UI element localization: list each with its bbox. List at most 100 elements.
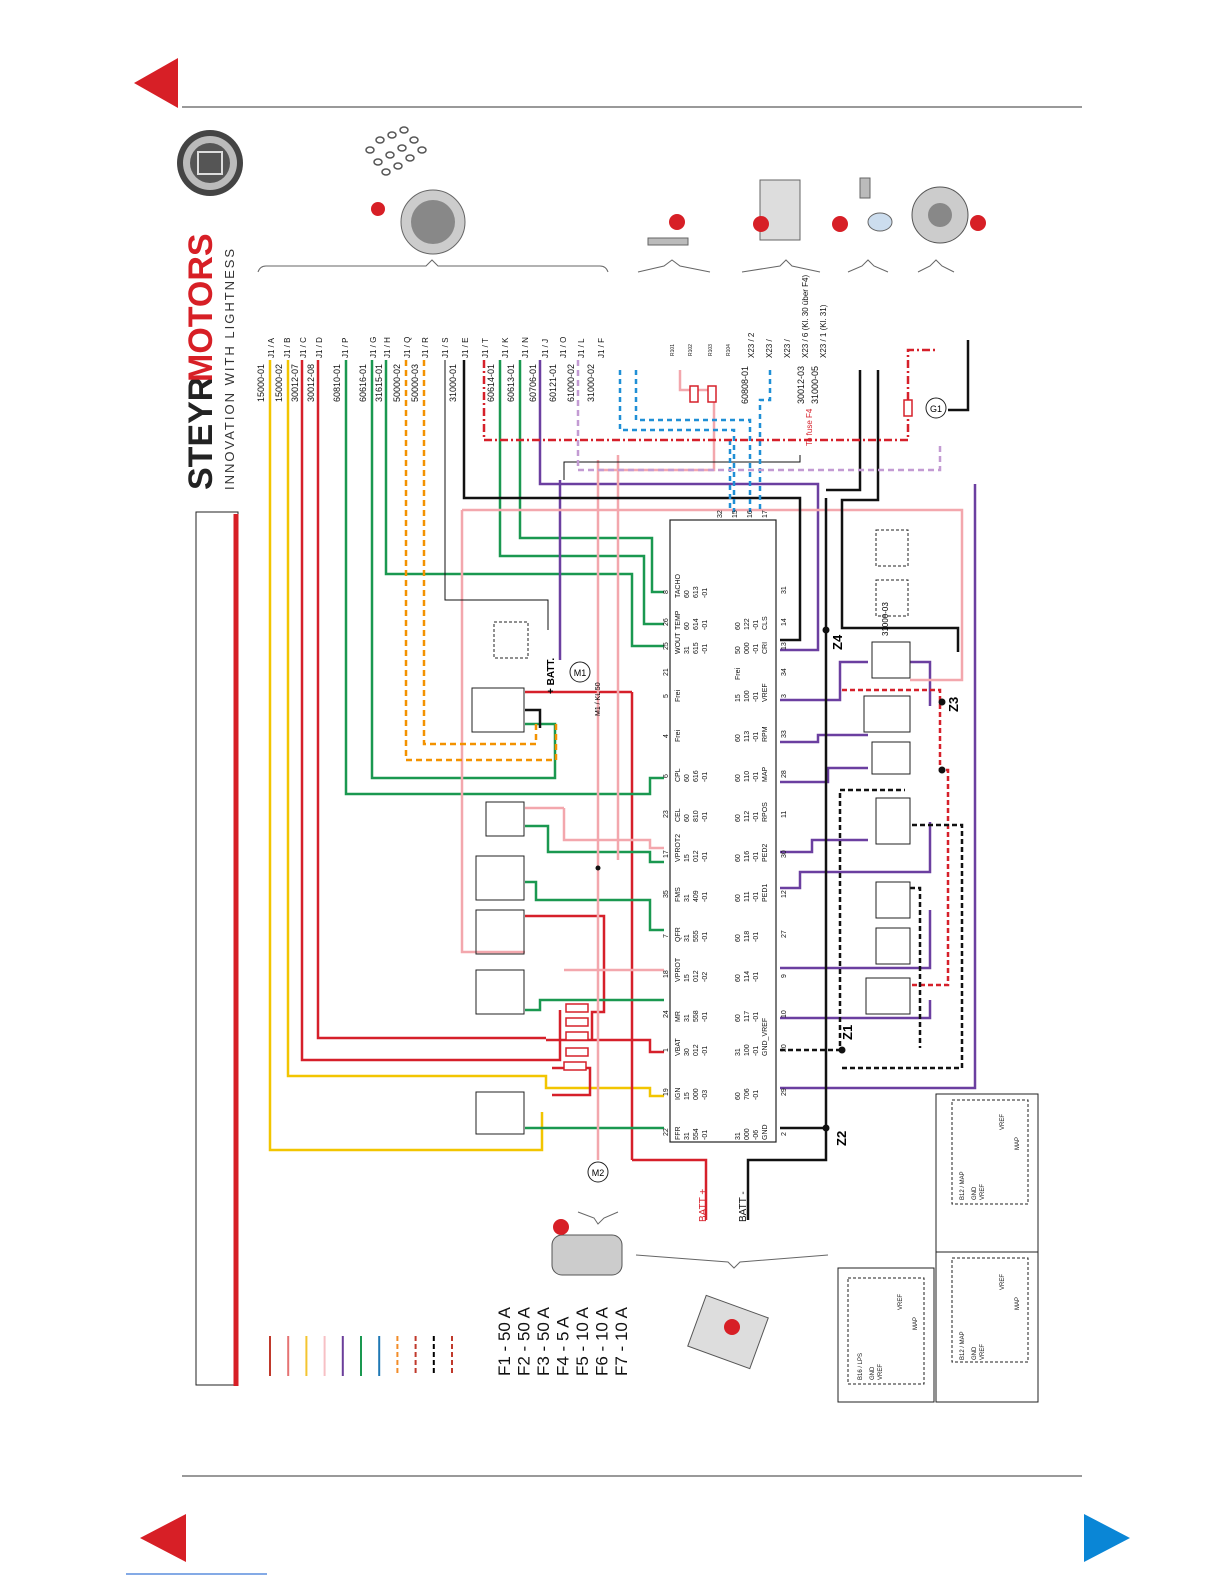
j1-wire-label: 31000-01 <box>448 364 458 402</box>
legend-line-group <box>269 1336 453 1376</box>
ecu-bottom-pin-number: 33 <box>781 730 788 738</box>
ecu-bottom-pin-function: 50 <box>735 646 742 654</box>
x23-pin-label: X23 / 2 <box>747 332 756 358</box>
ecu-bottom-pin-function: PED1 <box>762 884 769 902</box>
relay-k9 <box>875 579 909 617</box>
ecu-bottom-pin-function: 60 <box>735 1014 742 1022</box>
motor-m1-icon: M1 <box>569 661 591 683</box>
inset-pin-label: VREF <box>980 1184 986 1200</box>
ecu-bottom-pin-function: MAP <box>762 767 769 783</box>
ecu-top-pin-function: IGN <box>675 1088 682 1100</box>
brand-logo: STEYR MOTORS INNOVATION WITH LIGHTNESS <box>182 233 237 490</box>
svg-text:M2: M2 <box>592 1168 605 1178</box>
ecu-top-pin-function: 554 <box>693 1128 700 1140</box>
ecu-top-pin-function: CPL <box>675 768 682 782</box>
ecu-bottom-pin-number: 30 <box>781 850 788 858</box>
ecu-top-pin-function: TEMP <box>675 610 682 630</box>
ecu-bottom-pin-function: -01 <box>753 932 760 942</box>
j1-wire-label: 60810-01 <box>332 364 342 402</box>
wire-black-thin <box>444 360 549 630</box>
svg-text:G1: G1 <box>930 404 942 414</box>
j1-wire-label: 60121-01 <box>548 364 558 402</box>
ecu-bottom-pin-function: CRI <box>762 642 769 654</box>
wire-green-2 <box>370 360 557 780</box>
sensor-icon <box>832 177 893 232</box>
prev-page-top-icon[interactable] <box>134 58 178 108</box>
ecu-side-pin-number: 15 <box>732 510 739 518</box>
x23-pin-label: X23 / 6 (Kl. 30 über F4) <box>801 275 810 358</box>
sensor-box-1 <box>871 641 911 679</box>
ecu-side-pin-number: 17 <box>762 510 769 518</box>
motor-m2-icon: M2 <box>587 1161 609 1183</box>
ecu-bottom-pin-number: 9 <box>781 974 788 978</box>
ecu-bottom-pin-function: 706 <box>744 1088 751 1100</box>
j1-wire-label: 60614-01 <box>486 364 496 402</box>
ecu-bottom-pin-function: 60 <box>735 734 742 742</box>
wire-yellow-1 <box>268 360 544 1152</box>
relay-k4 <box>475 909 525 955</box>
wire-orange-1 <box>404 360 558 762</box>
j1-pin-label: J1 / E <box>461 338 470 358</box>
wire-black-relay <box>525 708 542 728</box>
ecu-bottom-pin-function: 15 <box>735 694 742 702</box>
ecu-top-pin-number: 1 <box>663 1048 670 1052</box>
ecu-bottom-pin-number: 34 <box>781 668 788 676</box>
resistor-label: R101 <box>670 344 676 356</box>
ecu-top-pin-number: 5 <box>663 694 670 698</box>
ecu-bottom-pin-function: PED2 <box>762 844 769 862</box>
j1-pin-label: J1 / K <box>501 337 510 358</box>
connector-j1-icon <box>365 126 466 255</box>
ecu-bottom-pin-function: 000 <box>744 1128 751 1140</box>
j1-wire-label: 31000-02 <box>586 364 596 402</box>
ecu-bottom-pin-function: 60 <box>735 854 742 862</box>
ecu-top-pin-function: -01 <box>702 772 709 782</box>
wire-red-2 <box>316 360 546 1040</box>
wire-green-3 <box>384 360 664 648</box>
brace-glow <box>637 259 711 273</box>
ecu-top-pin-function: Frei <box>675 690 682 703</box>
ecu-bottom-pin-number: 2 <box>781 1132 788 1136</box>
sensor-box-3 <box>871 741 911 775</box>
alternator-icon <box>911 186 986 244</box>
fuse-group <box>563 385 913 1071</box>
j1-wire-label: 50000-03 <box>410 364 420 402</box>
next-page-bottom-icon[interactable] <box>1084 1514 1130 1562</box>
ecu-bottom-pin-function: GND <box>762 1124 769 1140</box>
fuse-note-label: To fuse F4 <box>805 408 814 446</box>
wire-batt-plus <box>632 1158 708 1220</box>
ecu-bottom-pin-number: 29 <box>781 1088 788 1096</box>
ecu-top-pin-function: 31 <box>684 1132 691 1140</box>
j1-pin-label: J1 / B <box>283 338 292 358</box>
ecu-bottom-pin-number: 13 <box>781 642 788 650</box>
wire-thin-grey <box>563 455 801 480</box>
relay-k7 <box>493 621 529 659</box>
x23-wire-label: 31000-05 <box>810 366 820 404</box>
brace-relay <box>741 259 821 273</box>
junction-z1-label: Z1 <box>840 1025 855 1040</box>
j1-pin-label: J1 / N <box>521 337 530 358</box>
ecu-top-pin-function: 15 <box>684 1092 691 1100</box>
wire-purple-7 <box>780 1000 932 1020</box>
ecu-bottom-pin-number: 14 <box>781 618 788 626</box>
inset-sensor-id: B12 / MAP <box>960 1331 966 1360</box>
legend-fuse-label: F4 - 5 A <box>554 1316 573 1376</box>
wire-red-relay <box>525 914 606 1040</box>
legend-fuse-label: F7 - 10 A <box>612 1306 631 1376</box>
ecu-bottom-pin-number: 3 <box>781 694 788 698</box>
wire-black-dash-3 <box>910 886 922 1048</box>
wire-black-main <box>746 498 828 1220</box>
ecu-top-pin-function: -01 <box>702 1012 709 1022</box>
glow-plug-icon <box>647 214 689 246</box>
wire-pink-2 <box>460 510 525 954</box>
prev-page-bottom-icon[interactable] <box>140 1514 186 1562</box>
wire-purple-4 <box>780 838 868 854</box>
ecu-top-pin-function: VPROT <box>675 957 682 982</box>
ecu-top-pin-function: -01 <box>702 932 709 942</box>
ecu-top-pin-function: MR <box>675 1011 682 1022</box>
j1-pin-label: J1 / F <box>597 338 606 358</box>
ecu-bottom-pin-function: -06 <box>753 1130 760 1140</box>
starter-motor-icon <box>551 1219 623 1276</box>
battery-icon <box>687 1294 769 1370</box>
ecu-bottom-pin-function: 60 <box>735 814 742 822</box>
